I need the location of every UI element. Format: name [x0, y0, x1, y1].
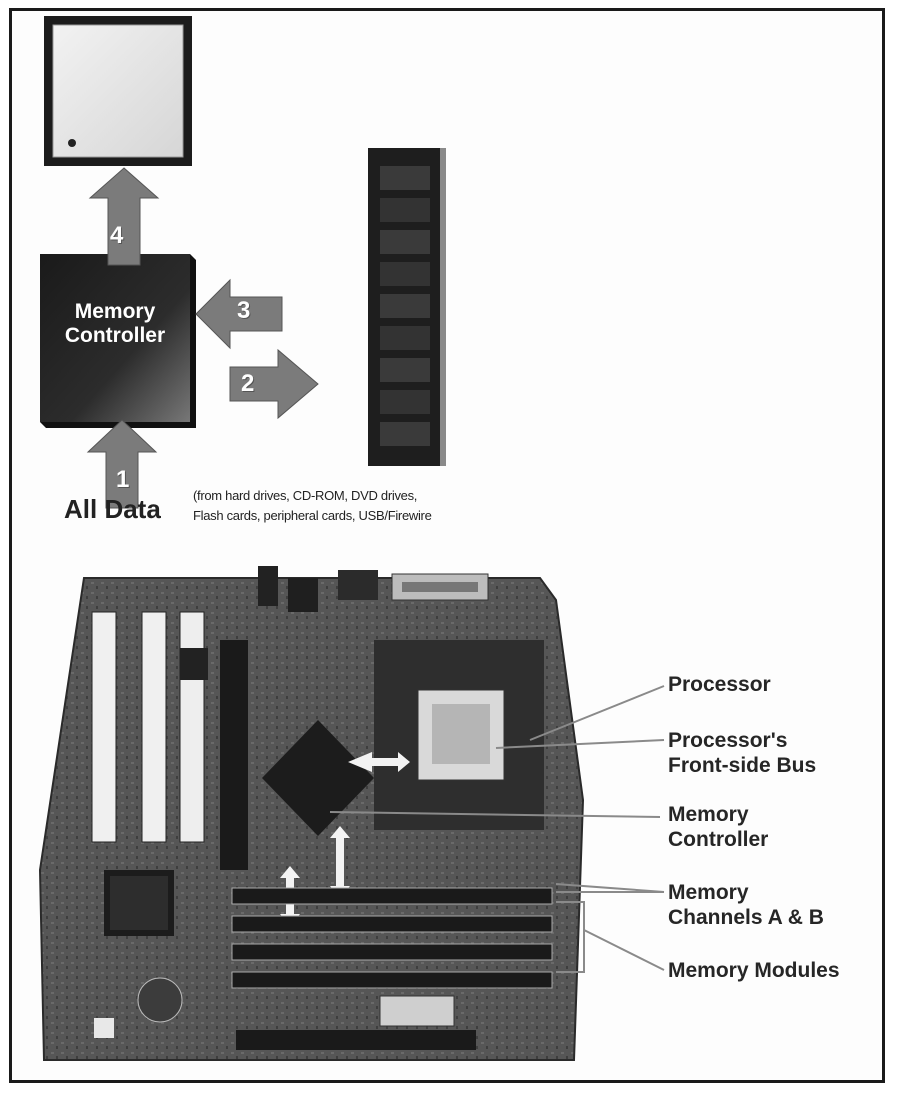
callout-memory-channels-line2: Channels A & B: [668, 905, 824, 930]
callout-line-modules: [584, 930, 664, 970]
data-source-note-line2: Flash cards, peripheral cards, USB/Firew…: [193, 506, 432, 526]
callout-front-side-bus-line2: Front-side Bus: [668, 753, 816, 778]
cpu-chip-icon: [44, 16, 192, 166]
callout-processor: Processor: [668, 672, 771, 697]
step-number-2: 2: [241, 370, 254, 398]
callout-memory-channels-line1: Memory: [668, 880, 824, 905]
arrow-4-icon: [90, 168, 158, 265]
callout-memory-controller: Memory Controller: [668, 802, 768, 852]
callout-memory-controller-line2: Controller: [668, 827, 768, 852]
all-data-label: All Data: [64, 494, 161, 525]
callout-front-side-bus: Processor's Front-side Bus: [668, 728, 816, 778]
memory-controller-label-line1: Memory: [40, 300, 190, 324]
callout-front-side-bus-line1: Processor's: [668, 728, 816, 753]
ram-module-icon: [368, 148, 446, 466]
data-source-note: (from hard drives, CD-ROM, DVD drives, F…: [193, 486, 432, 526]
callout-memory-channels: Memory Channels A & B: [668, 880, 824, 930]
step-number-4: 4: [110, 222, 123, 250]
memory-controller-box-label: Memory Controller: [40, 300, 190, 348]
callout-memory-controller-line1: Memory: [668, 802, 768, 827]
callout-memory-modules: Memory Modules: [668, 958, 840, 983]
memory-controller-label-line2: Controller: [40, 324, 190, 348]
motherboard-image: [40, 566, 583, 1060]
step-number-3: 3: [237, 297, 250, 325]
step-number-1: 1: [116, 466, 129, 494]
data-source-note-line1: (from hard drives, CD-ROM, DVD drives,: [193, 486, 432, 506]
